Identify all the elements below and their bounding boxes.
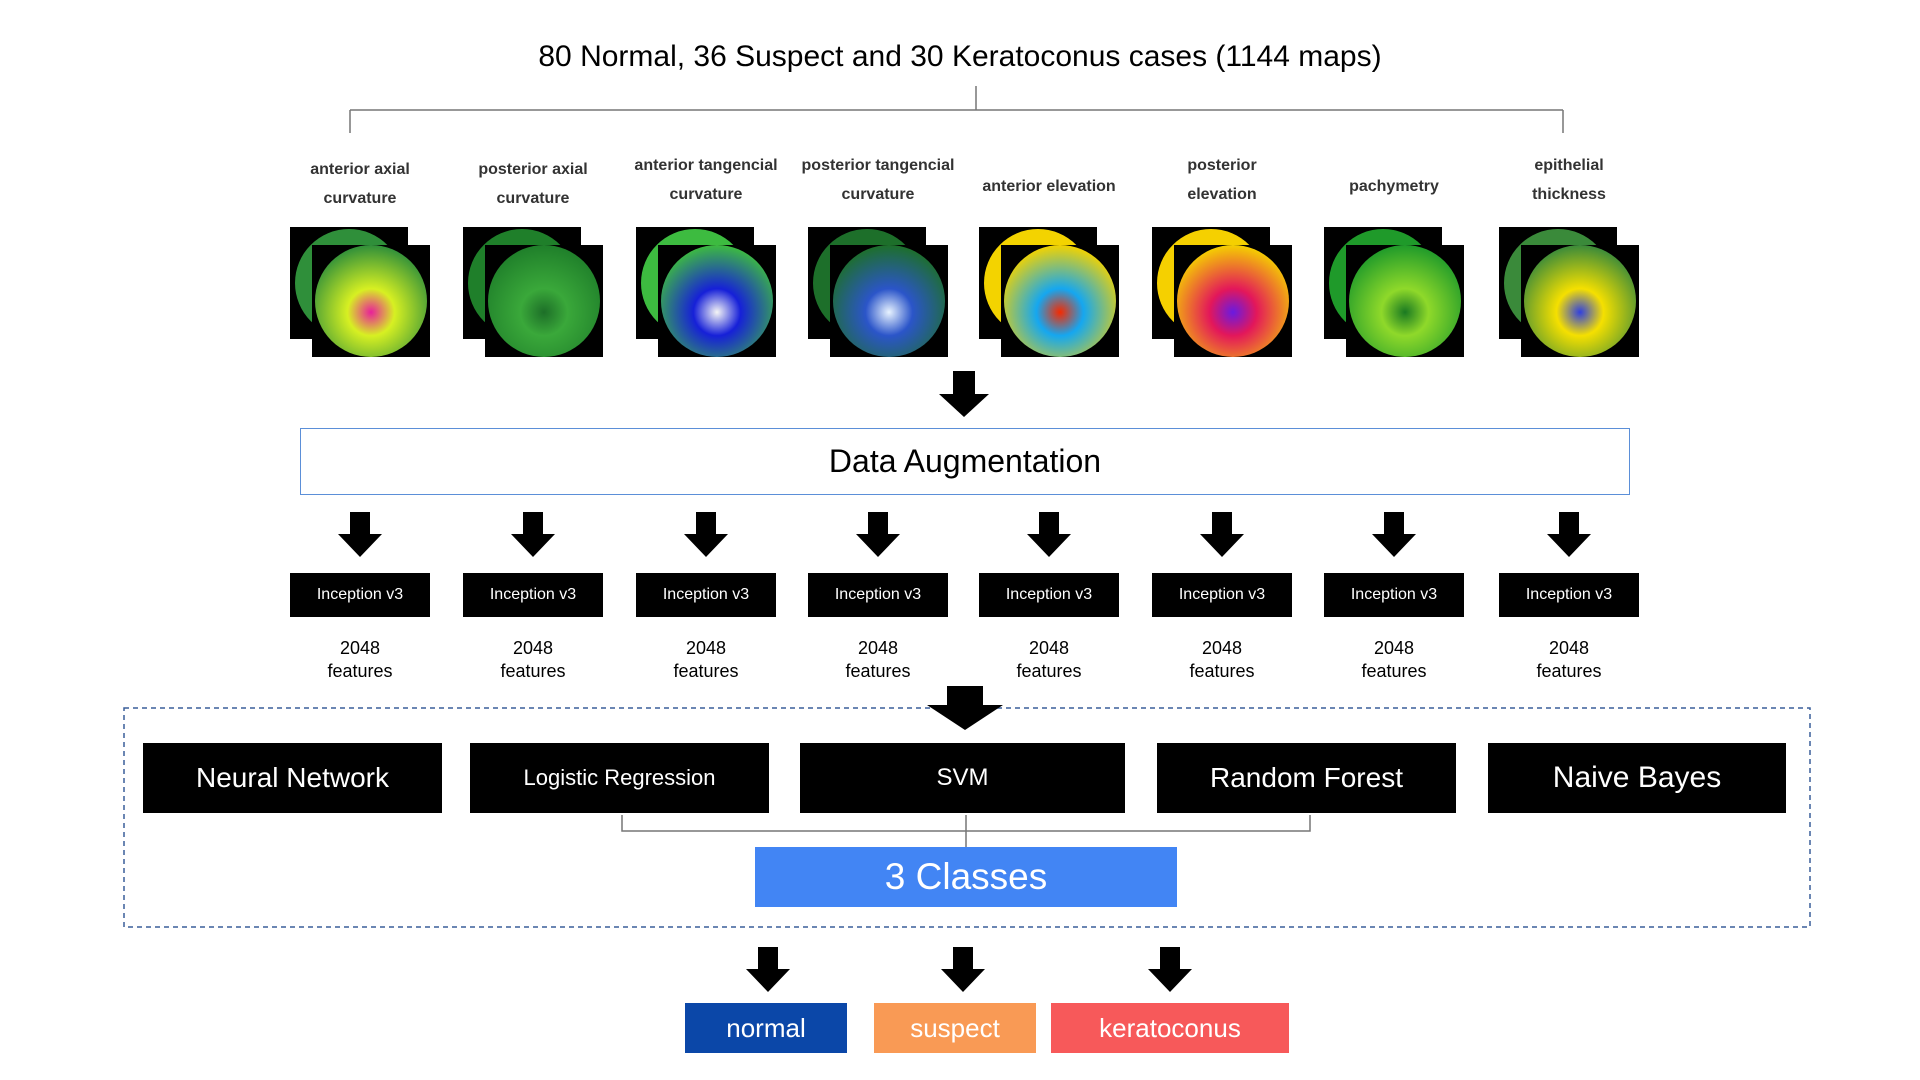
arrow-to-augmentation — [939, 371, 989, 417]
features-word: features — [327, 661, 393, 681]
features-word: features — [1536, 661, 1602, 681]
classifier-naive-bayes: Naive Bayes — [1488, 743, 1786, 813]
features-count: 2048 features — [808, 637, 948, 683]
map-label-line1: anterior tangencial — [634, 157, 778, 174]
map-label-line1: posterior axial — [478, 161, 588, 178]
features-number: 2048 — [339, 638, 381, 658]
features-number: 2048 — [857, 638, 899, 658]
map-label-1: posterior axial curvature — [433, 155, 633, 213]
map-label-6: pachymetry — [1294, 172, 1494, 201]
classifier-container — [123, 707, 1811, 928]
topography-map-1 — [463, 227, 603, 357]
map-label-line1: anterior axial — [310, 161, 410, 178]
map-label-line2: curvature — [841, 186, 915, 203]
arrow-to-suspect — [941, 947, 985, 992]
inception-v3-box: Inception v3 — [1324, 573, 1464, 617]
arrow-down-icon — [1547, 512, 1591, 557]
inception-v3-box: Inception v3 — [290, 573, 430, 617]
map-label-line1: epithelial — [1534, 157, 1604, 174]
map-label-line2: elevation — [1187, 186, 1257, 203]
map-label-line1: anterior elevation — [982, 178, 1116, 195]
map-label-line1: pachymetry — [1349, 178, 1439, 195]
output-suspect: suspect — [874, 1003, 1036, 1053]
output-keratoconus: keratoconus — [1051, 1003, 1289, 1053]
arrow-down-icon — [1372, 512, 1416, 557]
topography-map-2 — [636, 227, 776, 357]
features-number: 2048 — [512, 638, 554, 658]
arrow-down-icon — [856, 512, 900, 557]
arrow-to-keratoconus — [1148, 947, 1192, 992]
arrow-to-classifiers — [927, 686, 1003, 730]
map-label-7: epithelial thickness — [1469, 151, 1669, 209]
features-count: 2048 features — [979, 637, 1119, 683]
features-word: features — [1361, 661, 1427, 681]
arrow-down-icon — [684, 512, 728, 557]
arrow-down-icon — [1200, 512, 1244, 557]
features-number: 2048 — [1201, 638, 1243, 658]
topography-map-7 — [1499, 227, 1639, 357]
topography-map-0 — [290, 227, 430, 357]
map-label-line2: curvature — [496, 190, 570, 207]
inception-v3-box: Inception v3 — [979, 573, 1119, 617]
map-label-line2: curvature — [669, 186, 743, 203]
inception-v3-box: Inception v3 — [808, 573, 948, 617]
features-count: 2048 features — [463, 637, 603, 683]
arrow-down-icon — [338, 512, 382, 557]
output-normal: normal — [685, 1003, 847, 1053]
diagram-title: 80 Normal, 36 Suspect and 30 Keratoconus… — [538, 40, 1382, 73]
classifier-connector — [621, 815, 1311, 847]
features-word: features — [1189, 661, 1255, 681]
map-label-0: anterior axial curvature — [260, 155, 460, 213]
features-word: features — [500, 661, 566, 681]
inception-v3-box: Inception v3 — [636, 573, 776, 617]
features-number: 2048 — [1028, 638, 1070, 658]
title-bracket — [349, 86, 1564, 133]
topography-map-5 — [1152, 227, 1292, 357]
inception-v3-box: Inception v3 — [1152, 573, 1292, 617]
map-label-4: anterior elevation — [949, 172, 1149, 201]
arrow-to-normal — [746, 947, 790, 992]
topography-map-4 — [979, 227, 1119, 357]
classifier-svm: SVM — [800, 743, 1125, 813]
features-number: 2048 — [685, 638, 727, 658]
data-augmentation-box: Data Augmentation — [300, 428, 1630, 495]
map-label-line2: thickness — [1532, 186, 1606, 203]
map-label-5: posterior elevation — [1122, 151, 1322, 209]
features-word: features — [673, 661, 739, 681]
features-word: features — [845, 661, 911, 681]
map-label-3: posterior tangencial curvature — [778, 151, 978, 209]
features-number: 2048 — [1548, 638, 1590, 658]
arrow-down-icon — [1027, 512, 1071, 557]
classifier-neural-network: Neural Network — [143, 743, 442, 813]
inception-v3-box: Inception v3 — [1499, 573, 1639, 617]
classifier-logistic-regression: Logistic Regression — [470, 743, 769, 813]
features-count: 2048 features — [1324, 637, 1464, 683]
topography-map-6 — [1324, 227, 1464, 357]
inception-v3-box: Inception v3 — [463, 573, 603, 617]
features-count: 2048 features — [1152, 637, 1292, 683]
features-count: 2048 features — [290, 637, 430, 683]
features-count: 2048 features — [1499, 637, 1639, 683]
classes-box: 3 Classes — [755, 847, 1177, 907]
map-label-2: anterior tangencial curvature — [606, 151, 806, 209]
features-number: 2048 — [1373, 638, 1415, 658]
classifier-random-forest: Random Forest — [1157, 743, 1456, 813]
topography-map-3 — [808, 227, 948, 357]
map-label-line1: posterior tangencial — [801, 157, 955, 174]
features-count: 2048 features — [636, 637, 776, 683]
features-word: features — [1016, 661, 1082, 681]
arrow-down-icon — [511, 512, 555, 557]
map-label-line2: curvature — [323, 190, 397, 207]
map-label-line1: posterior — [1187, 157, 1257, 174]
